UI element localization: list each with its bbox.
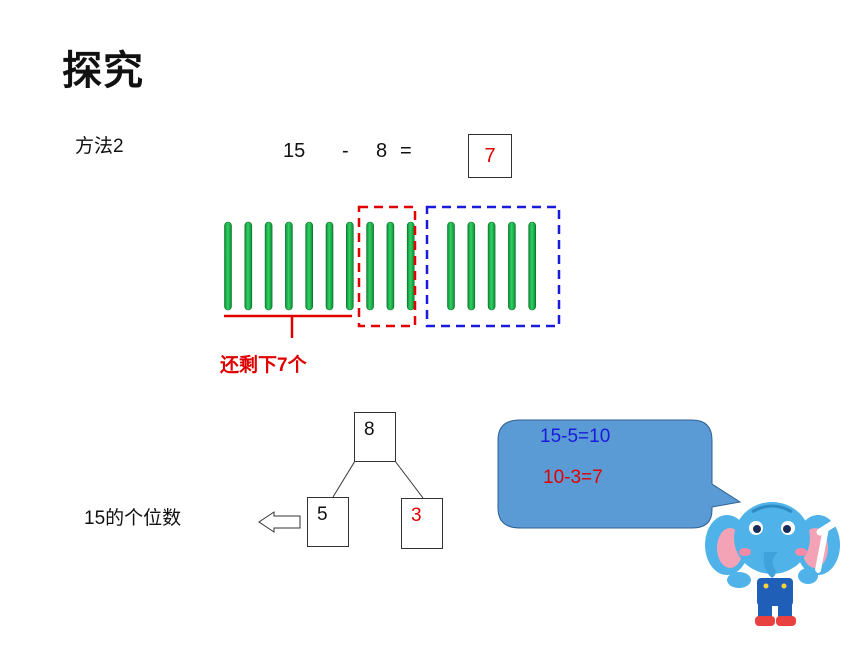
remain-bracket: [224, 314, 352, 338]
counting-stick: [244, 221, 253, 311]
counting-stick-red-group: [366, 221, 374, 311]
counting-stick: [305, 221, 314, 311]
counting-stick-blue-group: [528, 221, 537, 311]
left-arrow-icon: [258, 511, 301, 533]
counting-stick-red-group: [406, 221, 415, 311]
split-right-box: 3: [401, 498, 443, 549]
split-left-box: 5: [307, 497, 349, 547]
speech-bubble: [497, 419, 742, 529]
split-line-right: [394, 460, 424, 499]
ones-digit-label: 15的个位数: [84, 508, 182, 529]
method-label: 方法2: [75, 136, 124, 157]
equation-subtrahend: 8: [376, 140, 388, 162]
sticks-group: [224, 221, 537, 311]
remain-label: 还剩下7个: [220, 355, 307, 376]
red-dashed-group-box: [357, 205, 417, 328]
counting-stick-blue-group: [447, 221, 455, 311]
split-right-value: 3: [411, 505, 422, 526]
counting-stick-blue-group: [487, 221, 496, 311]
blue-dashed-group-box: [425, 205, 561, 328]
split-top-box: 8: [354, 412, 396, 462]
bubble-line-2: 10-3=7: [543, 467, 603, 488]
counting-stick-blue-group: [508, 221, 516, 311]
page-title: 探究: [62, 49, 144, 93]
answer-box: 7: [468, 134, 512, 178]
counting-stick: [224, 221, 232, 311]
counting-stick: [285, 221, 293, 311]
split-top-value: 8: [364, 419, 375, 440]
split-left-value: 5: [317, 504, 328, 525]
counting-stick: [325, 221, 334, 311]
equation-equals-sign: =: [400, 140, 412, 162]
elephant-mascot-icon: [705, 502, 840, 626]
counting-stick: [264, 221, 273, 311]
equation-minus-sign: -: [342, 140, 349, 162]
answer-value: 7: [484, 144, 496, 167]
counting-stick-blue-group: [467, 221, 476, 311]
counting-stick: [345, 221, 354, 311]
split-line-left: [332, 460, 356, 498]
bubble-line-1: 15-5=10: [540, 426, 611, 447]
equation-minuend: 15: [283, 140, 306, 162]
counting-stick-red-group: [386, 221, 395, 311]
